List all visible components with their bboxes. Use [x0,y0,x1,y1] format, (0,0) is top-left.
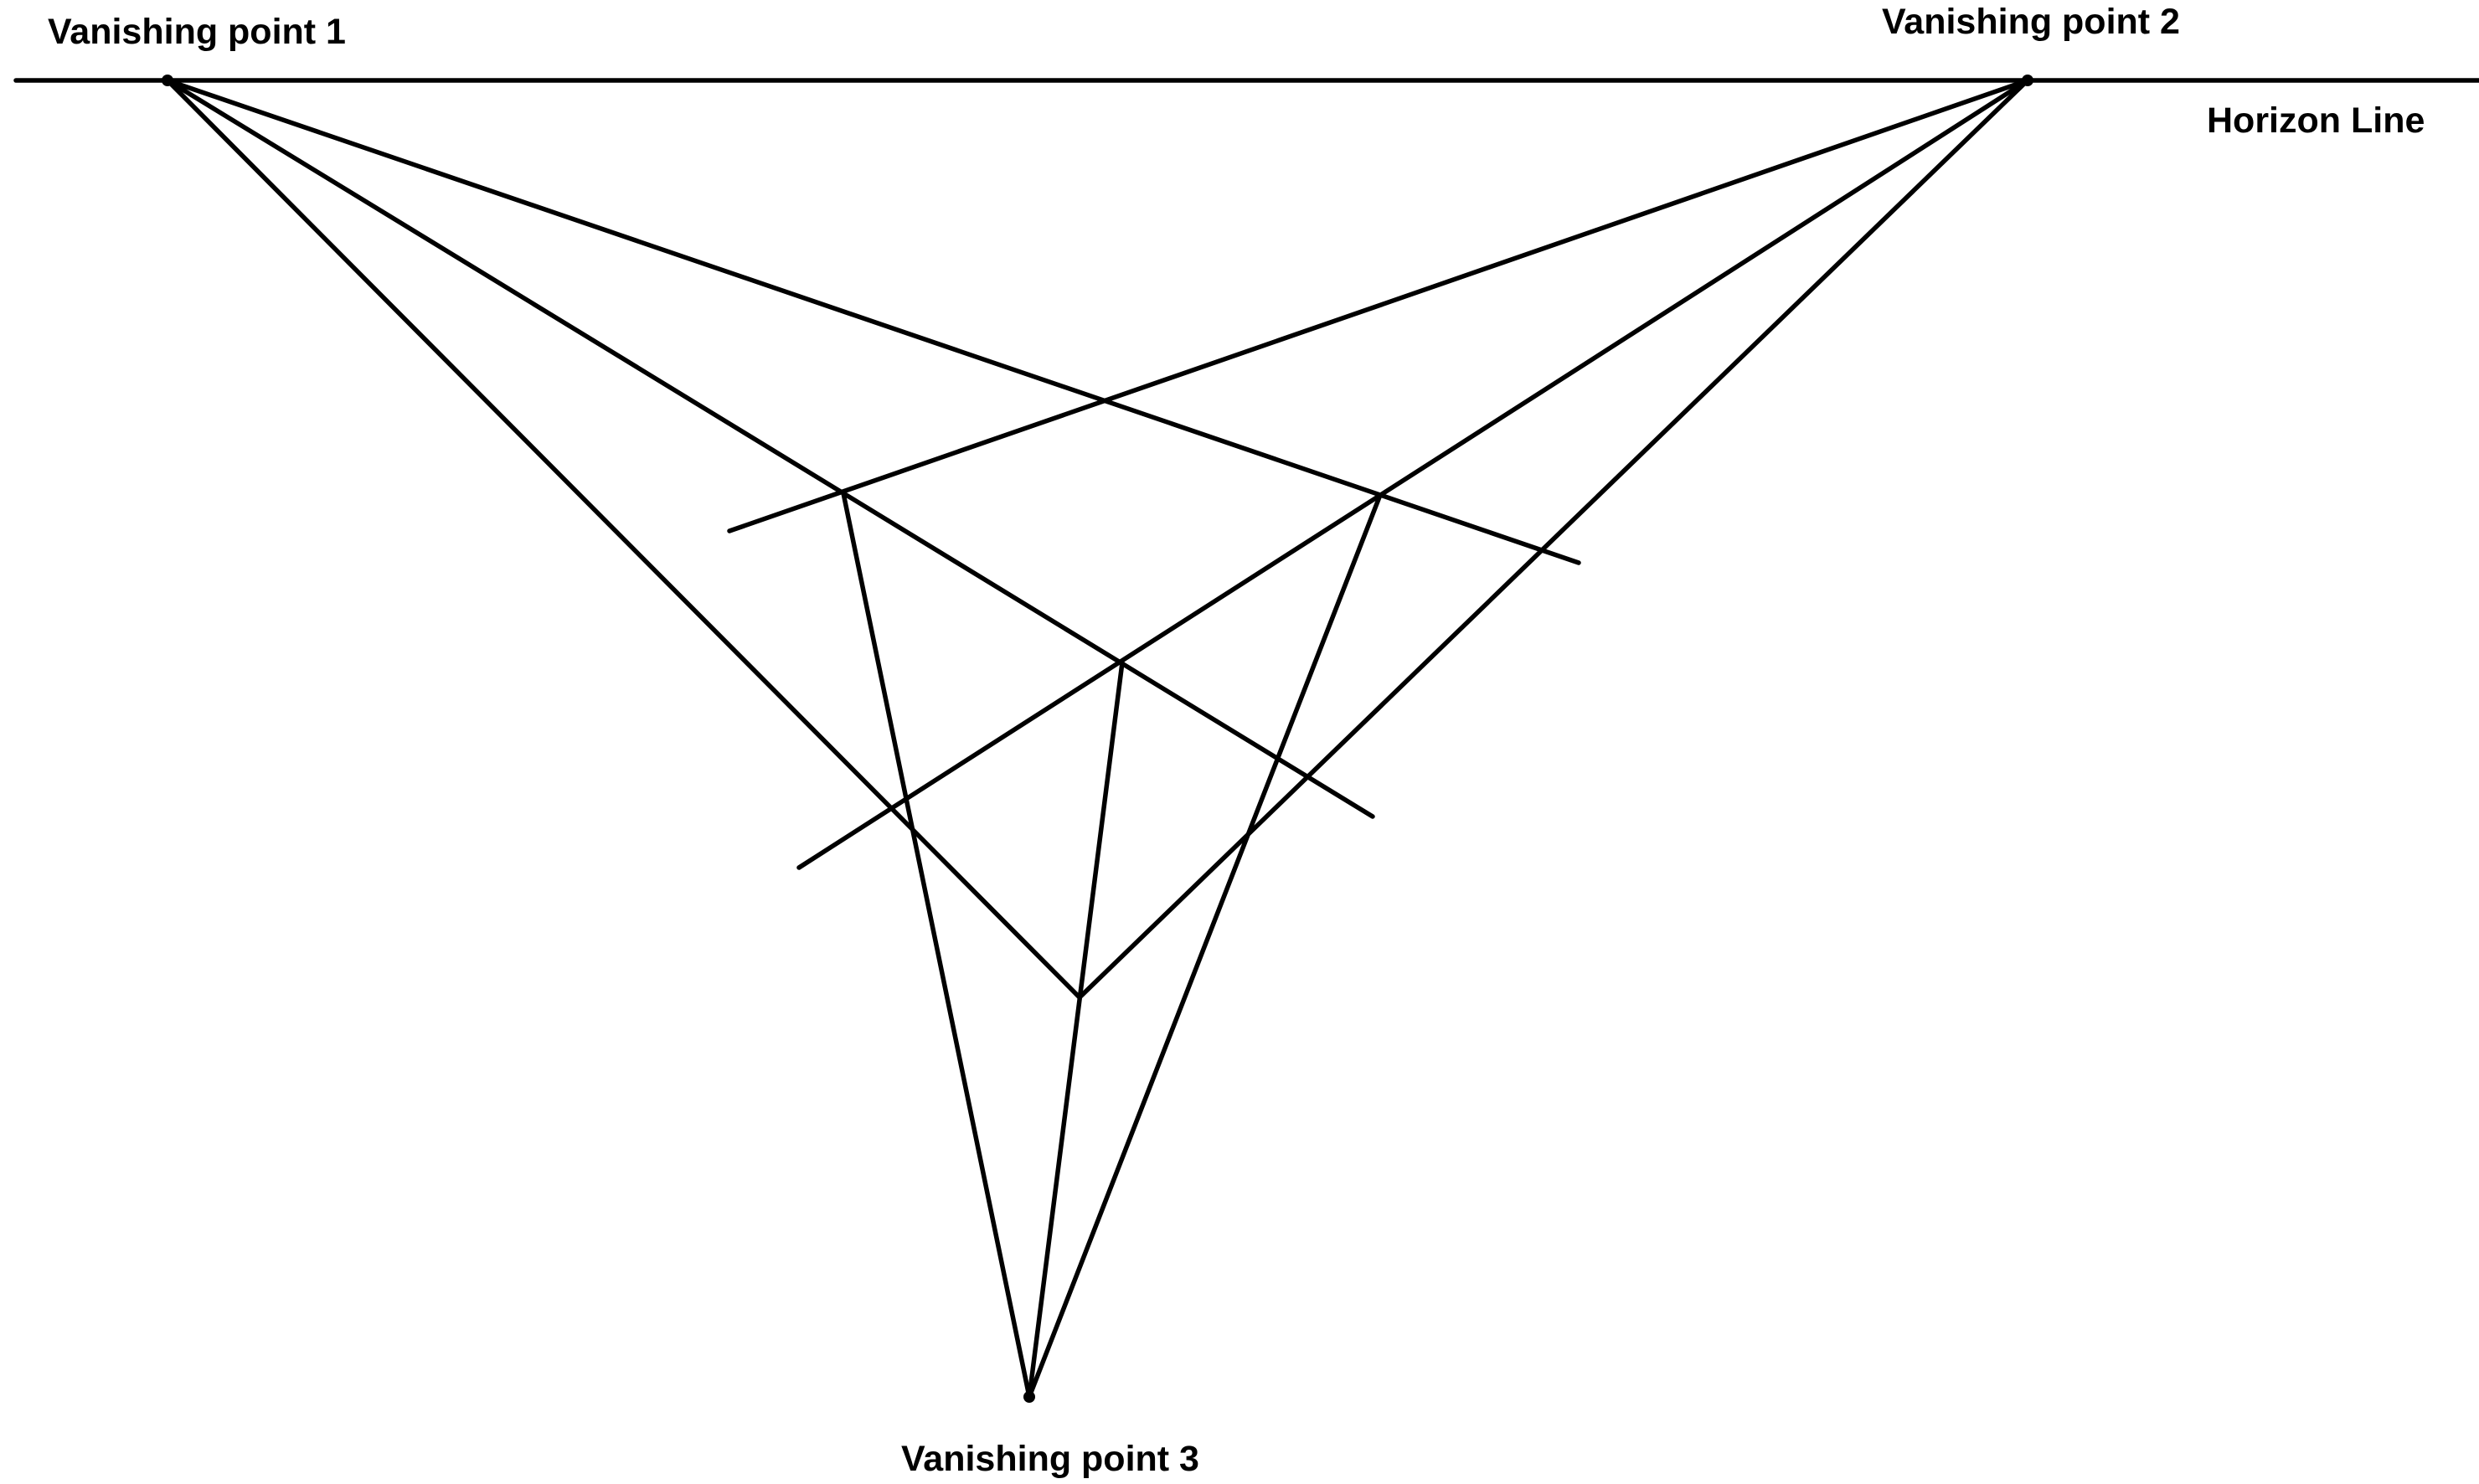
vanishing-point-2-marker [2022,75,2033,86]
vanishing-point-2-label: Vanishing point 2 [1882,2,2180,42]
vanishing-point-1-label: Vanishing point 1 [48,12,346,52]
vp2-guide-line-1 [727,78,2030,533]
vp2-guide-line-3 [1077,78,2030,1000]
vp1-guide-line-1 [165,78,1581,565]
vanishing-point-1-marker [162,75,173,86]
vp1-guide-line-2 [165,78,1375,819]
horizon-line-label: Horizon Line [2207,100,2425,141]
vanishing-point-3-marker [1023,1391,1035,1403]
vp3-guide-line-2 [1027,660,1125,1399]
vp1-guide-line-3 [165,78,1082,1000]
vp3-guide-line-1 [841,491,1032,1399]
vanishing-point-3-label: Vanishing point 3 [901,1439,1199,1479]
vp2-guide-line-2 [796,78,2030,870]
vp3-guide-line-3 [1027,492,1383,1399]
